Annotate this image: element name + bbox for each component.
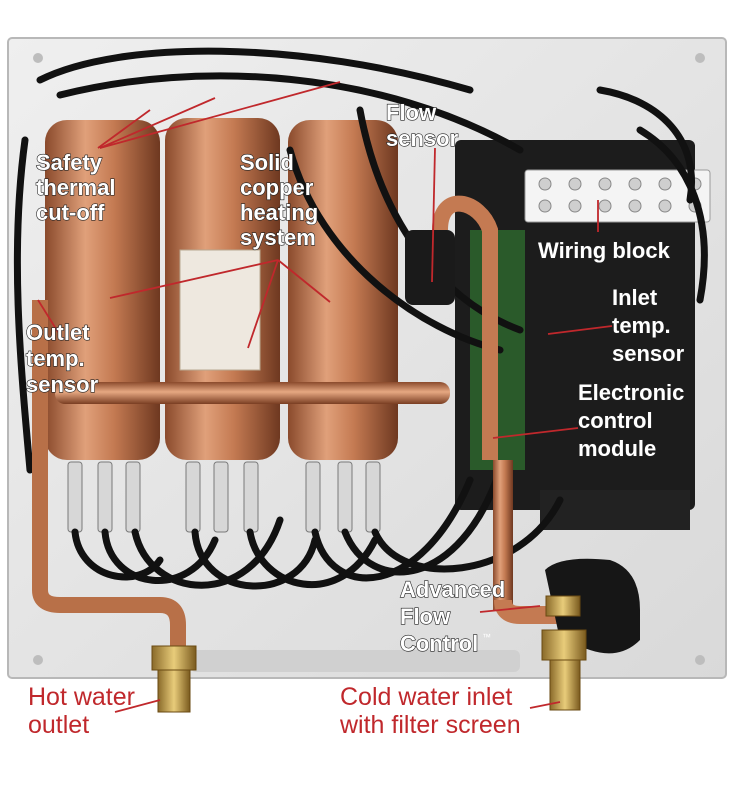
element-terminals (67, 461, 381, 533)
leader-lines (37, 81, 613, 713)
wiring-block-label: Wiring block (538, 238, 671, 263)
safety-thermal-cutoff-label: Safety thermal cut-off (36, 150, 122, 225)
hot-water-fitting (151, 645, 197, 713)
outlet-pipe (32, 300, 186, 650)
cold-water-inlet-label: Cold water inlet with filter screen (339, 683, 521, 739)
wiring-block-unit (524, 169, 711, 223)
flow-sensor-label: Flow sensor (386, 100, 459, 151)
electronic-control-module-label: Electronic control module (578, 380, 691, 461)
wiring-cables (13, 47, 708, 590)
solid-copper-heating-system-label: Solid copper heating system (240, 150, 324, 250)
advanced-flow-control-label: Advanced Flow Control (400, 577, 511, 656)
inlet-pipe (432, 195, 560, 624)
flow-sensor-unit (405, 230, 455, 305)
cold-water-fitting (541, 595, 587, 711)
hot-water-outlet-label: Hot water outlet (28, 683, 142, 739)
manifold-pipe (55, 382, 450, 404)
trademark-symbol: ™ (482, 632, 491, 642)
electronic-control-module-unit (455, 140, 695, 530)
inlet-temp-sensor-label: Inlet temp. sensor (612, 285, 685, 366)
outlet-temp-sensor-label: Outlet temp. sensor (26, 320, 99, 397)
